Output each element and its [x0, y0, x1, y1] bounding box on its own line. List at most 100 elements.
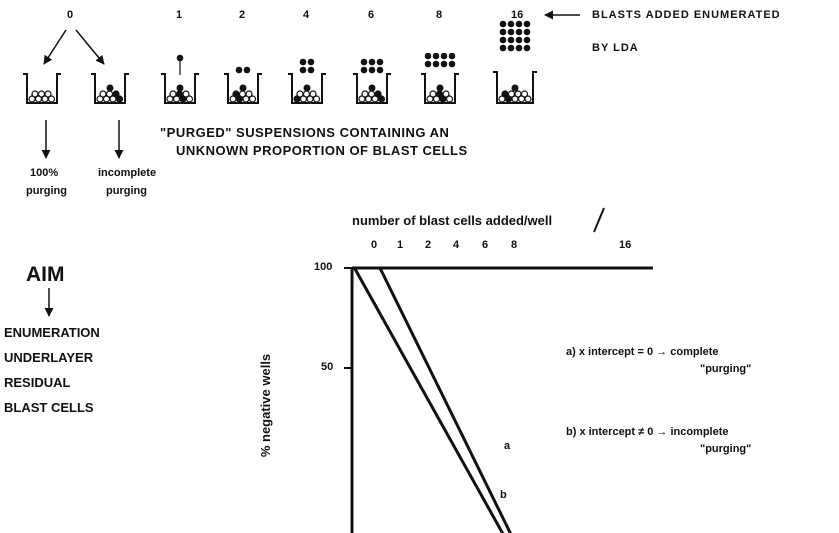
well [493, 71, 537, 104]
added-blast [368, 66, 376, 74]
well-cell [377, 95, 386, 103]
series-line-a [378, 267, 512, 533]
x-tick-label-2: 2 [425, 239, 432, 251]
well [91, 73, 129, 104]
x-tick-label-1: 1 [397, 239, 404, 251]
well-label-4: 4 [303, 9, 310, 21]
added-blast [507, 36, 515, 44]
outcome-complete-line2: purging [26, 185, 67, 197]
well-blast [436, 84, 444, 92]
added-blast [307, 58, 315, 66]
well-cell [31, 90, 39, 98]
added-blast [507, 28, 515, 36]
added-blast [523, 44, 531, 52]
added-blast [448, 60, 456, 68]
well-cell [175, 90, 184, 98]
well-cell [312, 95, 321, 103]
chart-plot [353, 267, 512, 533]
added-blast [507, 20, 515, 28]
added-blast [523, 36, 531, 44]
well-cell [44, 90, 52, 98]
well-cell [520, 90, 529, 98]
well-cell [99, 90, 107, 98]
well-cell [182, 90, 190, 98]
x-tick-label-8: 8 [511, 239, 518, 251]
aim-line-1: ENUMERATION [4, 325, 100, 340]
well-cell [501, 90, 509, 98]
annotation-b-line1: b) x intercept ≠ 0 → incomplete [566, 426, 729, 438]
arrow-to-well-complete [43, 29, 67, 65]
y-tick-label-50: 50 [321, 361, 334, 373]
added-blast [299, 66, 307, 74]
x-tick-label-6: 6 [482, 239, 489, 251]
well-cell [105, 90, 114, 98]
x-tick-label-4: 4 [453, 239, 460, 251]
xlabel-slash [593, 207, 605, 233]
well-cell [435, 90, 444, 98]
well-cell [245, 90, 253, 98]
added-blast [507, 44, 515, 52]
added-blast [515, 28, 523, 36]
aim-title: AIM [26, 263, 65, 286]
well-cell [238, 90, 247, 98]
well-cell [367, 90, 376, 98]
well-cell [302, 90, 311, 98]
added-blast [515, 20, 523, 28]
well-label-2: 2 [239, 9, 246, 21]
x-tick-label-16: 16 [619, 239, 632, 251]
y-tick-label-100: 100 [314, 261, 333, 273]
added-blast [448, 52, 456, 60]
well [421, 73, 459, 104]
well-cell [514, 90, 522, 98]
outcome-incomplete-line2: purging [106, 185, 147, 197]
series-label-a: a [504, 440, 511, 452]
added-blast [360, 66, 368, 74]
well [353, 73, 391, 104]
annotation-a-line1: a) x intercept = 0 → complete [566, 346, 719, 358]
added-blast [432, 52, 440, 60]
well [224, 73, 262, 104]
well-cell [169, 90, 177, 98]
added-blast [515, 44, 523, 52]
blasts-added-label-line1: BLASTS ADDED ENUMERATED [592, 9, 781, 21]
chart-y-label: % negative wells [258, 353, 274, 458]
added-blast [499, 36, 507, 44]
well-blast [239, 84, 247, 92]
added-blast [499, 20, 507, 28]
well-cell [37, 90, 46, 98]
added-blast [432, 60, 440, 68]
well-cell [309, 90, 317, 98]
outcome-incomplete-line1: incomplete [98, 167, 157, 179]
suspension-text-line2: UNKNOWN PROPORTION OF BLAST CELLS [176, 143, 468, 158]
added-blast [515, 36, 523, 44]
added-blast [440, 60, 448, 68]
added-blast [523, 20, 531, 28]
added-blast [424, 52, 432, 60]
suspension-text-line1: "PURGED" SUSPENSIONS CONTAINING AN [160, 125, 450, 140]
arrow-to-well-incomplete [75, 29, 105, 65]
added-blast [424, 60, 432, 68]
aim-line-3: RESIDUAL [4, 375, 71, 390]
aim-line-4: BLAST CELLS [4, 400, 94, 415]
well-label-1: 1 [176, 9, 183, 21]
well-blast [176, 84, 184, 92]
well-cell [507, 90, 516, 98]
well-cell [112, 90, 120, 98]
aim-line-2: UNDERLAYER [4, 350, 94, 365]
well-cell [185, 95, 194, 103]
added-blast [243, 66, 251, 74]
well-label-0: 0 [67, 9, 74, 21]
well-blast [511, 84, 519, 92]
well [288, 73, 326, 104]
well [23, 73, 61, 104]
well-cell [442, 90, 450, 98]
annotation-a-line2: "purging" [700, 363, 752, 375]
wells-row [23, 20, 537, 104]
added-blast [176, 54, 184, 62]
well-cell [361, 90, 369, 98]
added-blast [499, 28, 507, 36]
added-blast [499, 44, 507, 52]
well-cell [115, 95, 124, 103]
annotation-b-line2: "purging" [700, 443, 752, 455]
added-blast [376, 58, 384, 66]
